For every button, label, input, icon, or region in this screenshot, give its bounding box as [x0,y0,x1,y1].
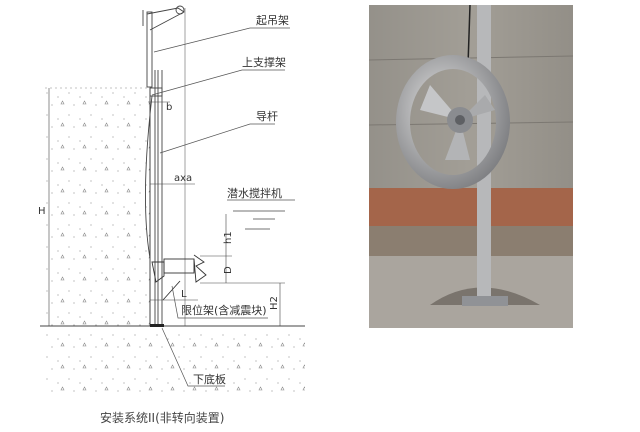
label-upper-support: 上支撑架 [242,55,286,69]
label-base-plate: 下底板 [193,372,226,386]
guide-rod [154,8,186,326]
label-guide-rod: 导杆 [256,109,278,123]
diagram-caption: 安装系统II(非转向装置) [100,410,224,425]
mixer-unit [151,254,207,301]
dim-H: H [38,206,46,217]
mixer-photo [368,4,574,328]
label-limit-frame: 限位架(含减震块) [181,303,267,317]
concrete-wall [45,87,151,326]
label-mixer: 潜水搅拌机 [227,186,282,200]
dim-h1: h1 [223,231,234,244]
dimension-lines [48,88,285,326]
photo-base-plate [462,296,508,306]
dim-D: D [223,266,234,274]
label-lifting-frame: 起吊架 [256,14,289,27]
dim-b: b [166,102,172,113]
lifting-frame [142,5,185,88]
dim-axa: axa [174,173,192,184]
base-plate [150,324,164,327]
dim-L: L [181,289,187,300]
ground-floor [40,325,305,392]
photo-mixer-ring [396,55,510,189]
leader-lines [151,27,295,387]
water-level [233,210,285,230]
dim-H2: H2 [269,296,280,310]
